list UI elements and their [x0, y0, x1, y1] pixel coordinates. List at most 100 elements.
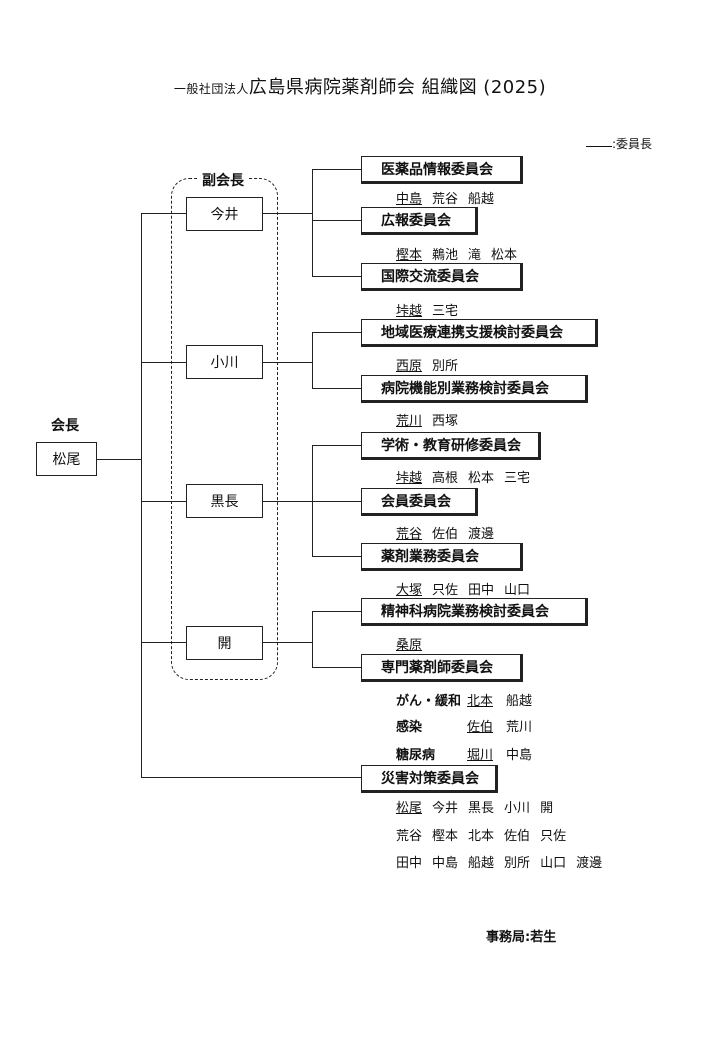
member-name: 佐伯	[504, 829, 531, 844]
member-name: 北本	[468, 829, 495, 844]
vice-president-box: 開	[186, 626, 263, 660]
member-name: 鵜池	[432, 248, 459, 263]
member-name: 山口	[504, 583, 531, 598]
committee-name: 災害対策委員会	[381, 771, 479, 787]
president-name: 松尾	[52, 452, 81, 468]
member-name: 別所	[504, 856, 531, 871]
member-name: 山口	[540, 856, 567, 871]
member-name: 松本	[468, 471, 495, 486]
member-name: 船越	[468, 192, 495, 207]
member-name: 中島	[432, 856, 459, 871]
connector	[312, 332, 361, 333]
committee-box: 国際交流委員会	[361, 263, 523, 291]
committee-name: 精神科病院業務検討委員会	[381, 604, 549, 620]
connector	[312, 169, 361, 170]
connector	[312, 388, 361, 389]
committee-box: 専門薬剤師委員会	[361, 654, 523, 682]
committee-name: 広報委員会	[381, 213, 451, 229]
connector	[262, 213, 313, 214]
title-prefix: 一般社団法人	[173, 82, 249, 96]
subgroup-label: 糖尿病	[396, 748, 436, 763]
member-name: 只佐	[540, 829, 567, 844]
connector	[312, 445, 361, 446]
committee-chair: 荒谷	[396, 527, 423, 542]
disaster-members-row: 田中中島船越別所山口渡邊	[396, 852, 612, 871]
committee-name: 専門薬剤師委員会	[381, 660, 493, 676]
connector	[312, 276, 361, 277]
committee-name: 病院機能別業務検討委員会	[381, 381, 549, 397]
committee-chair: 樫本	[396, 248, 423, 263]
branch	[312, 169, 313, 277]
committee-name: 会員委員会	[381, 494, 451, 510]
committee-name: 薬剤業務委員会	[381, 549, 479, 565]
subgroup-chair: 北本	[467, 694, 494, 709]
member-name: 只佐	[432, 583, 459, 598]
subgroup-label: がん・緩和	[396, 694, 462, 709]
legend-underline-sample	[586, 135, 612, 147]
member-name: 開	[540, 801, 554, 816]
member-name: 佐伯	[432, 527, 459, 542]
president-box: 松尾	[36, 442, 97, 476]
connector	[262, 362, 313, 363]
connector	[262, 501, 313, 502]
member-name: 小川	[504, 801, 531, 816]
vice-president-name: 今井	[210, 207, 239, 223]
committee-chair: 桑原	[396, 638, 423, 653]
member-name: 三宅	[432, 304, 459, 319]
vice-president-name: 小川	[210, 355, 239, 371]
subgroup-chair: 堀川	[467, 748, 494, 763]
connector	[312, 220, 361, 221]
member-name: 西塚	[432, 414, 459, 429]
main-trunk	[141, 213, 142, 778]
connector	[312, 611, 361, 612]
member-name: 渡邊	[576, 856, 603, 871]
subgroup-members: 荒川	[506, 720, 533, 735]
subgroup-label: 感染	[396, 720, 423, 735]
connector	[312, 667, 361, 668]
vice-president-box: 黒長	[186, 484, 263, 518]
connector	[96, 459, 142, 460]
committee-box: 広報委員会	[361, 207, 478, 235]
member-list: 荒谷佐伯渡邊	[396, 523, 504, 542]
member-name: 荒谷	[396, 829, 423, 844]
member-list: 荒川西塚	[396, 410, 468, 429]
committee-chair: 垰越	[396, 304, 423, 319]
committee-name: 医薬品情報委員会	[381, 162, 493, 178]
committee-name: 学術・教育研修委員会	[381, 438, 521, 454]
legend: :委員長	[586, 135, 652, 152]
secretariat-footer: 事務局:若生	[486, 926, 556, 945]
vice-president-name: 開	[217, 636, 232, 652]
committee-box: 災害対策委員会	[361, 765, 498, 793]
committee-name: 国際交流委員会	[381, 269, 479, 285]
vice-president-box: 今井	[186, 197, 263, 231]
member-name: 船越	[468, 856, 495, 871]
member-name: 荒谷	[432, 192, 459, 207]
member-name: 黒長	[468, 801, 495, 816]
title-main: 広島県病院薬剤師会 組織図 (2025)	[248, 77, 547, 98]
connector	[312, 556, 361, 557]
vice-president-box: 小川	[186, 345, 263, 379]
committee-box: 医薬品情報委員会	[361, 156, 523, 184]
connector	[262, 642, 313, 643]
committee-box: 薬剤業務委員会	[361, 543, 523, 571]
committee-chair: 荒川	[396, 414, 423, 429]
disaster-chair: 松尾	[396, 801, 423, 816]
member-name: 田中	[396, 856, 423, 871]
member-name: 別所	[432, 359, 459, 374]
member-list: 垰越三宅	[396, 300, 468, 319]
connector	[141, 213, 186, 214]
committee-chair: 西原	[396, 359, 423, 374]
committee-box: 学術・教育研修委員会	[361, 432, 541, 460]
subgroup-members: 中島	[506, 748, 533, 763]
member-list: 桑原	[396, 634, 432, 653]
member-list: 樫本鵜池滝松本	[396, 244, 527, 263]
president-label: 会長	[51, 418, 79, 434]
member-name: 高根	[432, 471, 459, 486]
vice-president-group-outline	[171, 178, 278, 680]
connector	[141, 501, 186, 502]
member-name: 今井	[432, 801, 459, 816]
committee-name: 地域医療連携支援検討委員会	[381, 325, 563, 341]
committee-box: 会員委員会	[361, 488, 478, 516]
legend-text: :委員長	[612, 137, 653, 151]
member-name: 田中	[468, 583, 495, 598]
